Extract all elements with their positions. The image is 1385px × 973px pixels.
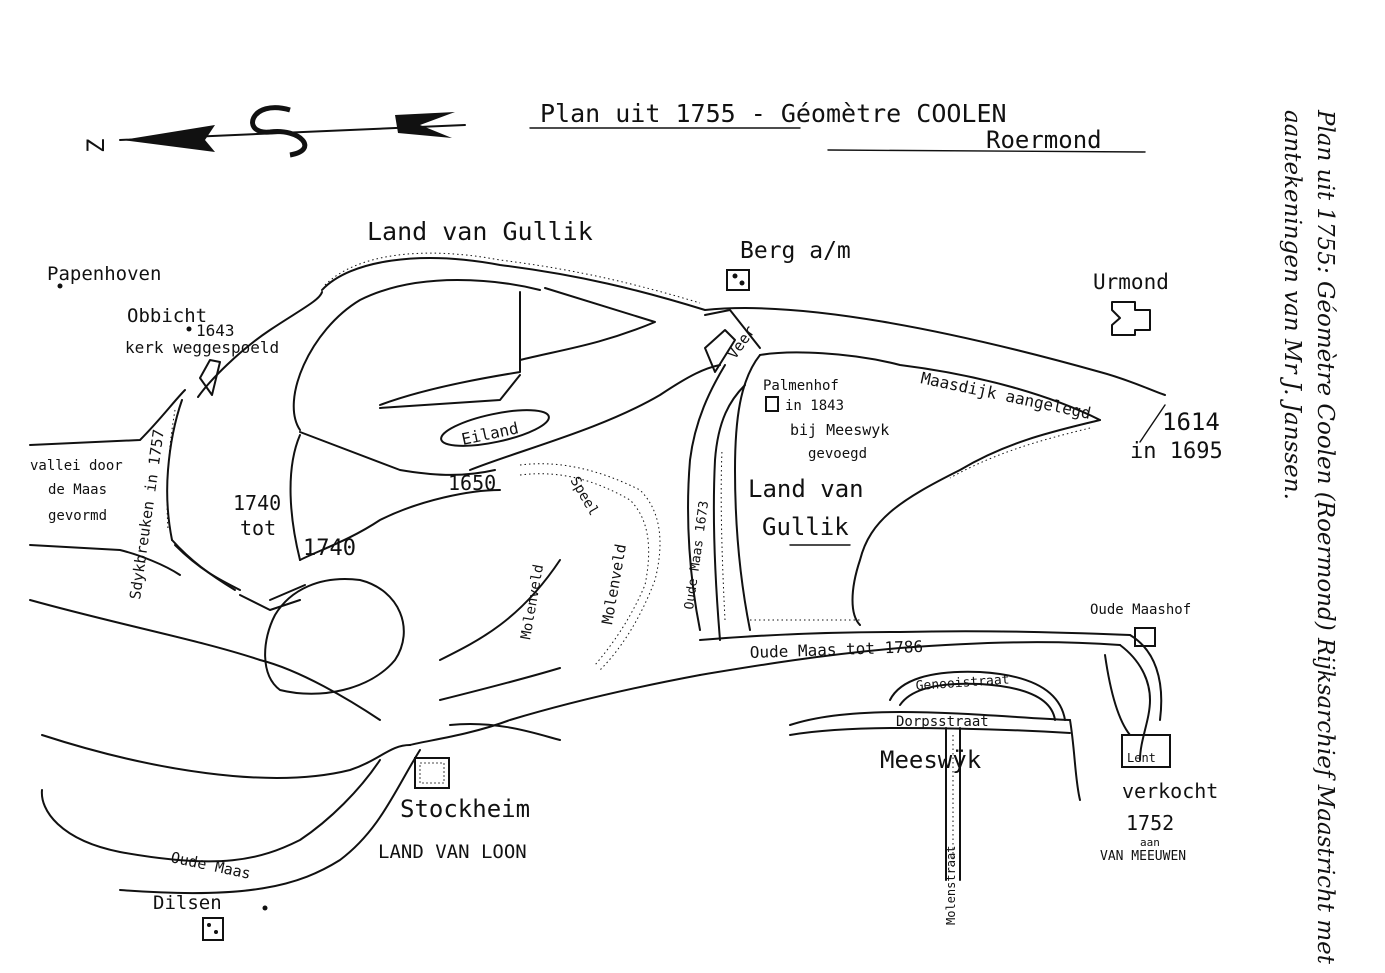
label-1740-b: 1740 [303,536,356,561]
label-gevoegd: gevoegd [808,446,867,462]
label-dorpsstraat: Dorpsstraat [896,714,989,730]
label-oude-maas-tot: Oude Maas tot 1786 [749,637,923,662]
label-van-meeuwen: VAN MEEUWEN [1100,849,1186,864]
lent-house-icon [1121,734,1171,768]
title-text: Plan uit 1755 - Géomètre COOLEN [540,99,1007,128]
river-maas [29,252,1166,895]
label-oude-maas-south: Oude Maas [169,848,252,883]
label-dilsen: Dilsen [153,892,222,914]
label-kerk: kerk weggespoeld [125,338,279,357]
label-meeswijk: Meeswÿk [880,746,982,774]
label-1614: 1614 [1162,408,1220,436]
dilsen-church-icon [202,917,224,941]
urmond-castle-icon [1111,301,1151,336]
label-verkocht: verkocht [1122,779,1218,803]
map-title: Plan uit 1755 - Géomètre COOLEN Roermond [529,99,1146,154]
label-1695: in 1695 [1130,439,1223,464]
compass-south-label: Z [82,139,110,153]
label-palmenhof: Palmenhof [763,378,839,394]
eiland-label: Eiland [460,418,520,449]
label-molenveld-1: Molenveld [518,563,547,640]
label-veer: Veer [724,322,759,362]
map-labels: Land van Gullik Berg a/m Urmond Papenhov… [30,217,1223,925]
label-land-van-gullik-center-2: Gullik [762,513,849,541]
dilsen-dot-icon [262,905,268,911]
compass-arrow-icon: Z [82,105,466,158]
obbicht-dot-icon [186,326,192,332]
label-land-van-loon: LAND VAN LOON [378,841,527,863]
papenhoven-dot-icon [57,283,63,289]
map-caption: Plan uit 1755: Géomètre Coolen (Roermond… [1279,110,1338,965]
map-symbols [57,269,1171,941]
label-berg: Berg a/m [740,238,851,264]
label-lent: Lent [1127,751,1156,765]
label-tot: tot [240,516,276,540]
label-land-van-gullik-north: Land van Gullik [367,217,593,246]
label-vallei-1: vallei door [30,458,123,474]
label-aan: aan [1140,836,1160,849]
stockheim-church-icon [414,757,450,789]
label-oude-maas-1673: Oude Maas 1673 [682,500,712,611]
title-city: Roermond [986,126,1102,154]
label-bij-meeswijk: bij Meeswyk [790,421,889,439]
label-papenhoven: Papenhoven [47,263,161,285]
label-year-1643: 1643 [196,321,235,340]
label-molenveld-2: Molenveld [598,543,630,626]
label-speel: Speel [567,474,602,519]
label-1752: 1752 [1126,811,1174,835]
label-vallei-3: gevormd [48,508,107,524]
label-1740-a: 1740 [233,491,281,515]
label-maasdijk: Maasdijk aangelegd [919,368,1093,423]
label-stockheim: Stockheim [400,795,530,823]
eiland-island: Eiland [440,409,550,449]
label-oude-maashof: Oude Maashof [1090,602,1191,618]
label-urmond: Urmond [1093,270,1169,294]
label-genooistraat: Genooistraat [915,672,1010,694]
berg-church-icon [726,269,750,291]
label-obbicht: Obbicht [127,305,207,327]
label-vallei-2: de Maas [48,482,107,498]
label-in-1843: in 1843 [785,398,844,414]
label-land-van-gullik-center-1: Land van [748,475,864,503]
label-molenstraat: Molenstraat [944,846,958,925]
label-1650: 1650 [448,471,496,495]
label-zeedijk: Sdykbreuken in 1757 [126,428,168,600]
veer-ferry-icon [704,329,736,373]
palmenhof-icon [765,396,779,412]
oude-maashof-icon [1134,627,1156,647]
